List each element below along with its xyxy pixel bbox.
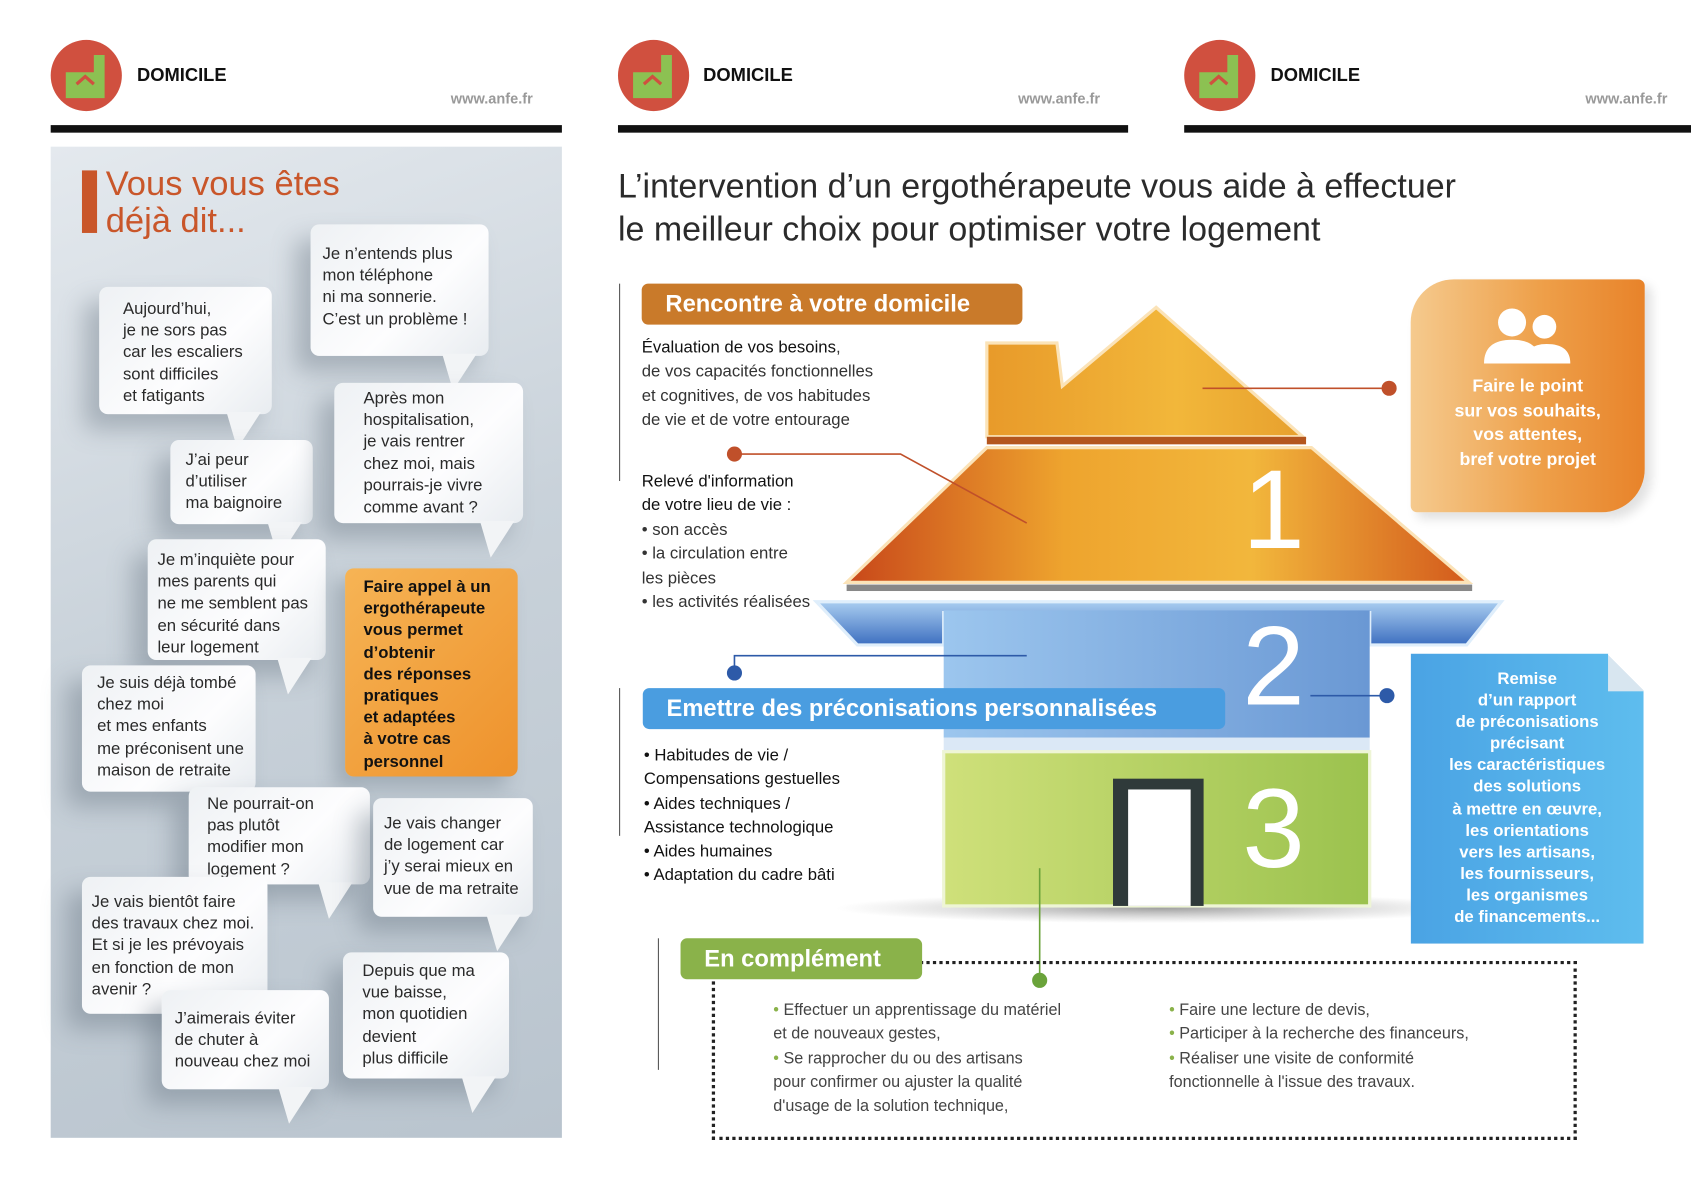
page-fold-icon [1608,653,1644,692]
item-text: Réaliser une visite de conformité foncti… [1169,1048,1415,1092]
logo-d-icon [1199,55,1239,99]
complement-box [711,960,1577,1140]
website-link[interactable]: www.anfe.fr [450,90,533,107]
speech-bubble: Je vais changer de logement car j’y sera… [373,798,533,952]
bubble-text: Depuis que ma vue baisse, mon quotidien … [362,962,475,1068]
connector-dot [726,446,743,462]
connector-dot [1381,380,1397,396]
header-divider [1184,125,1691,133]
connector-dot [1032,972,1048,988]
step2-label: Emettre des préconisations personnalisée… [642,688,1226,730]
highlight-callout: Faire appel à un ergothérapeute vous per… [345,568,518,777]
speech-bubble: Je suis déjà tombé chez moi et mes enfan… [81,665,256,827]
list-item: • Réaliser une visite de conformité fonc… [1169,1047,1536,1095]
complement-col-2: • Faire une lecture de devis, • Particip… [1169,999,1536,1095]
evaluation-title: Évaluation de vos besoins [641,338,836,357]
anfe-logo [1184,39,1256,112]
bubble-text: Je vais bientôt faire des travaux chez m… [91,892,255,999]
speech-bubble: Je m’inquiète pour mes parents qui ne me… [147,539,326,695]
website-link[interactable]: www.anfe.fr [1018,90,1101,107]
bubble-text: J’ai peur d’utiliser ma baignoire [185,450,283,513]
report-callout: Remise d’un rapport de préconisations pr… [1410,653,1644,944]
speech-bubble: Je n’entends plus mon téléphone ni ma so… [310,224,489,391]
main-heading: L’intervention d’un ergothérapeute vous … [617,166,1456,249]
people-icon [1484,308,1571,364]
item-text: Faire une lecture de devis, [1174,1000,1370,1020]
callout-text: Faire le point sur vos souhaits, vos att… [1454,376,1601,469]
speech-bubble: Ne pourrait-on pas plutôt modifier mon l… [188,787,370,919]
item-text: Effectuer un apprentissage du matériel e… [773,1000,1062,1044]
list-item: • Faire une lecture de devis, [1169,999,1536,1023]
step2-items: • Habitudes de vie / Compensations gestu… [643,746,840,885]
bubble-text: Je m’inquiète pour mes parents qui ne me… [157,551,308,657]
bubble-text: Aujourd’hui, je ne sors pas car les esca… [122,299,243,406]
complement-label: En complément [680,938,923,980]
callout-text: Remise d’un rapport de préconisations pr… [1449,669,1606,927]
connector-line [734,453,1028,524]
item-text: Se rapprocher du ou des artisans pour co… [773,1048,1023,1116]
brand-name: DOMICILE [703,64,793,86]
roof-top [985,305,1308,439]
roof-lower [842,445,1474,585]
list-item: • Se rapprocher du ou des artisans pour … [773,1047,1129,1119]
step-number-3: 3 [1242,766,1305,892]
bullet-icon: • [773,1000,779,1020]
header-divider [617,125,1129,133]
logo-d-icon [633,55,672,99]
speech-bubble: Depuis que ma vue baisse, mon quotidien … [342,952,510,1114]
door-opening [1128,789,1191,906]
step-number-2: 2 [1242,603,1305,730]
connector-dot [1379,688,1395,704]
roof-base [846,584,1473,592]
complement-col-1: • Effectuer un apprentissage du matériel… [773,999,1129,1119]
item-text: Participer à la recherche des financeurs… [1174,1024,1469,1044]
floor-divider [943,737,1370,751]
bubble-text: Après mon hospitalisation, je vais rentr… [363,389,483,517]
bullet-icon: • [773,1048,779,1068]
bubble-text: Je n’entends plus mon téléphone ni ma so… [322,244,468,329]
evaluation-text: , de vos capacités fonctionnelles et cog… [641,338,874,430]
project-callout: Faire le point sur vos souhaits, vos att… [1410,279,1645,513]
bubble-text: J’aimerais éviter de chuter à nouveau ch… [174,1009,311,1072]
connector-dot [726,665,743,681]
roof-ledge [986,436,1307,445]
speech-bubble: Aujourd’hui, je ne sors pas car les esca… [99,286,272,449]
speech-bubble: Après mon hospitalisation, je vais rentr… [334,382,524,558]
logo-d-icon [65,55,105,99]
title-accent-bar [81,170,98,233]
step-number-1: 1 [1242,447,1305,573]
bullet-icon: • [1169,1048,1175,1068]
divider [657,938,659,1070]
divider [619,688,621,836]
bubble-text: Je vais changer de logement car j’y sera… [383,814,519,898]
brand-name: DOMICILE [1270,64,1361,86]
releve-items: • son accès • la circulation entre les p… [641,520,811,612]
step1-evaluation: Évaluation de vos besoins, de vos capaci… [642,336,873,432]
website-link[interactable]: www.anfe.fr [1585,90,1668,107]
anfe-logo [617,39,690,112]
list-item: • Effectuer un apprentissage du matériel… [773,999,1129,1047]
bubble-text: Je suis déjà tombé chez moi et mes enfan… [97,674,244,780]
bullet-icon: • [1169,1024,1175,1044]
brand-name: DOMICILE [136,64,227,86]
panel-title: Vous vous êtes déjà dit... [105,163,340,240]
list-item: • Participer à la recherche des financeu… [1169,1023,1536,1047]
divider [619,283,621,482]
bubble-text: Ne pourrait-on pas plutôt modifier mon l… [207,794,314,879]
header-divider [50,125,562,133]
step1-label: Rencontre à votre domicile [641,283,1023,325]
releve-title: Relevé d'information de votre lieu de vi… [641,472,794,515]
callout-text: Faire appel à un ergothérapeute vous per… [363,578,491,771]
speech-bubble: J’aimerais éviter de chuter à nouveau ch… [161,990,329,1124]
bullet-icon: • [1169,1000,1175,1020]
anfe-logo [50,39,122,112]
